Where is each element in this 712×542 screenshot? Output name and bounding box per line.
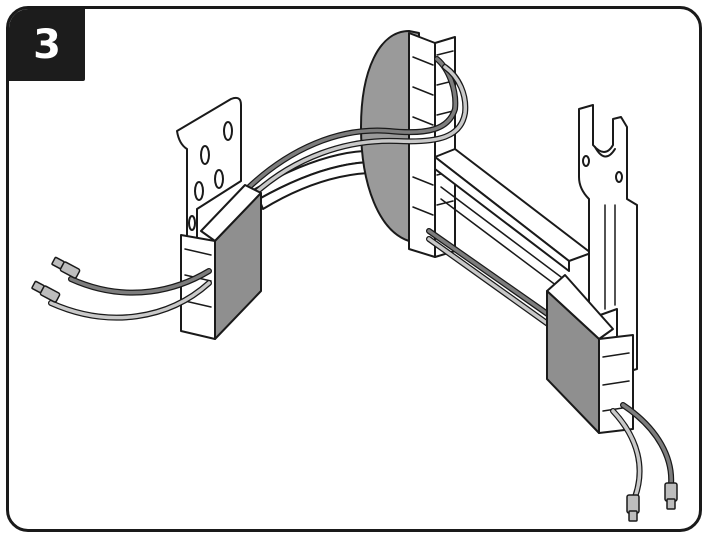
right-cable-clip [546, 274, 634, 434]
step-badge: 3 [9, 9, 85, 81]
left-cable-clip [180, 184, 262, 340]
instruction-frame: 3 [6, 6, 702, 532]
left-cables [48, 268, 212, 321]
coax-connector-right-2 [664, 482, 678, 510]
right-cables [610, 402, 675, 500]
coax-connector-left-2 [31, 280, 61, 303]
horizontal-arm [434, 148, 592, 290]
coax-connector-right-1 [626, 494, 640, 522]
step-number: 3 [33, 22, 61, 68]
assembly-illustration [31, 30, 678, 522]
arm-cables [426, 228, 572, 342]
top-cables [244, 56, 469, 198]
center-cable-clip [408, 32, 456, 258]
coax-connector-left-1 [51, 256, 81, 279]
